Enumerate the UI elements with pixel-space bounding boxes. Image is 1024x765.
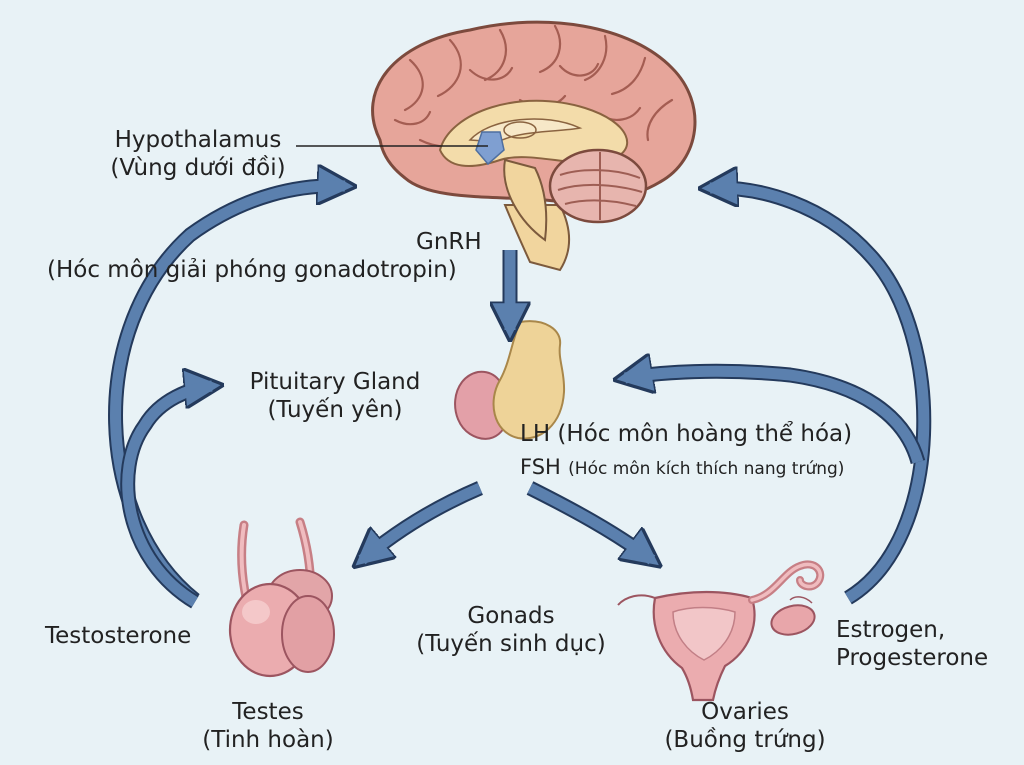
ovaries-translation: (Buồng trứng)	[664, 727, 826, 754]
lh-label: LH (Hóc môn hoàng thể hóa)	[520, 421, 853, 447]
gonads-translation: (Tuyến sinh dục)	[416, 631, 606, 658]
testes-name: Testes	[232, 699, 304, 725]
gonads-label: Gonads (Tuyến sinh dục)	[416, 602, 605, 658]
estrogen-line: Estrogen,	[836, 617, 946, 643]
gnrh-translation: (Hóc môn giải phóng gonadotropin)	[47, 257, 457, 283]
ovaries-label: Ovaries (Buồng trứng)	[664, 698, 825, 754]
fsh-description: (Hóc môn kích thích nang trứng)	[568, 459, 845, 479]
gonads-name: Gonads	[467, 603, 555, 629]
pituitary-translation: (Tuyến yên)	[267, 397, 403, 424]
hypothalamus-translation: (Vùng dưới đồi)	[110, 155, 286, 182]
brain-icon	[371, 20, 697, 272]
testosterone-label: Testosterone	[45, 623, 192, 649]
estrogen-to-pituitary-arrow	[625, 371, 926, 465]
testes-label: Testes (Tinh hoàn)	[202, 698, 333, 754]
gnrh-name: GnRH	[416, 229, 482, 255]
progesterone-line: Progesterone	[836, 645, 989, 672]
fsh-label: FSH (Hóc môn kích thích nang trứng)	[520, 453, 844, 481]
estrogen-to-hypothalamus-arrow	[710, 188, 932, 605]
pituitary-name: Pituitary Gland	[249, 369, 421, 395]
pituitary-label: Pituitary Gland (Tuyến yên)	[250, 368, 421, 424]
hypothalamus-label: Hypothalamus (Vùng dưới đồi)	[110, 126, 285, 182]
hypothalamus-name: Hypothalamus	[114, 127, 282, 153]
testes-translation: (Tinh hoàn)	[202, 727, 334, 754]
ovaries-name: Ovaries	[701, 699, 789, 725]
pituitary-to-ovaries-arrow	[526, 481, 652, 560]
testes-icon	[228, 517, 335, 678]
testosterone-to-pituitary-arrow	[120, 386, 212, 609]
arrows	[108, 186, 932, 609]
fsh-abbr: FSH	[520, 455, 561, 479]
estrogen-progesterone-label: Estrogen, Progesterone	[836, 616, 988, 672]
pituitary-to-testes-arrow	[362, 481, 483, 560]
uterus-ovaries-icon	[617, 560, 825, 702]
pituitary-gland-icon	[454, 320, 566, 440]
gnrh-translation-label: (Hóc môn giải phóng gonadotropin)	[47, 256, 457, 284]
gnrh-label: GnRH	[416, 228, 482, 256]
